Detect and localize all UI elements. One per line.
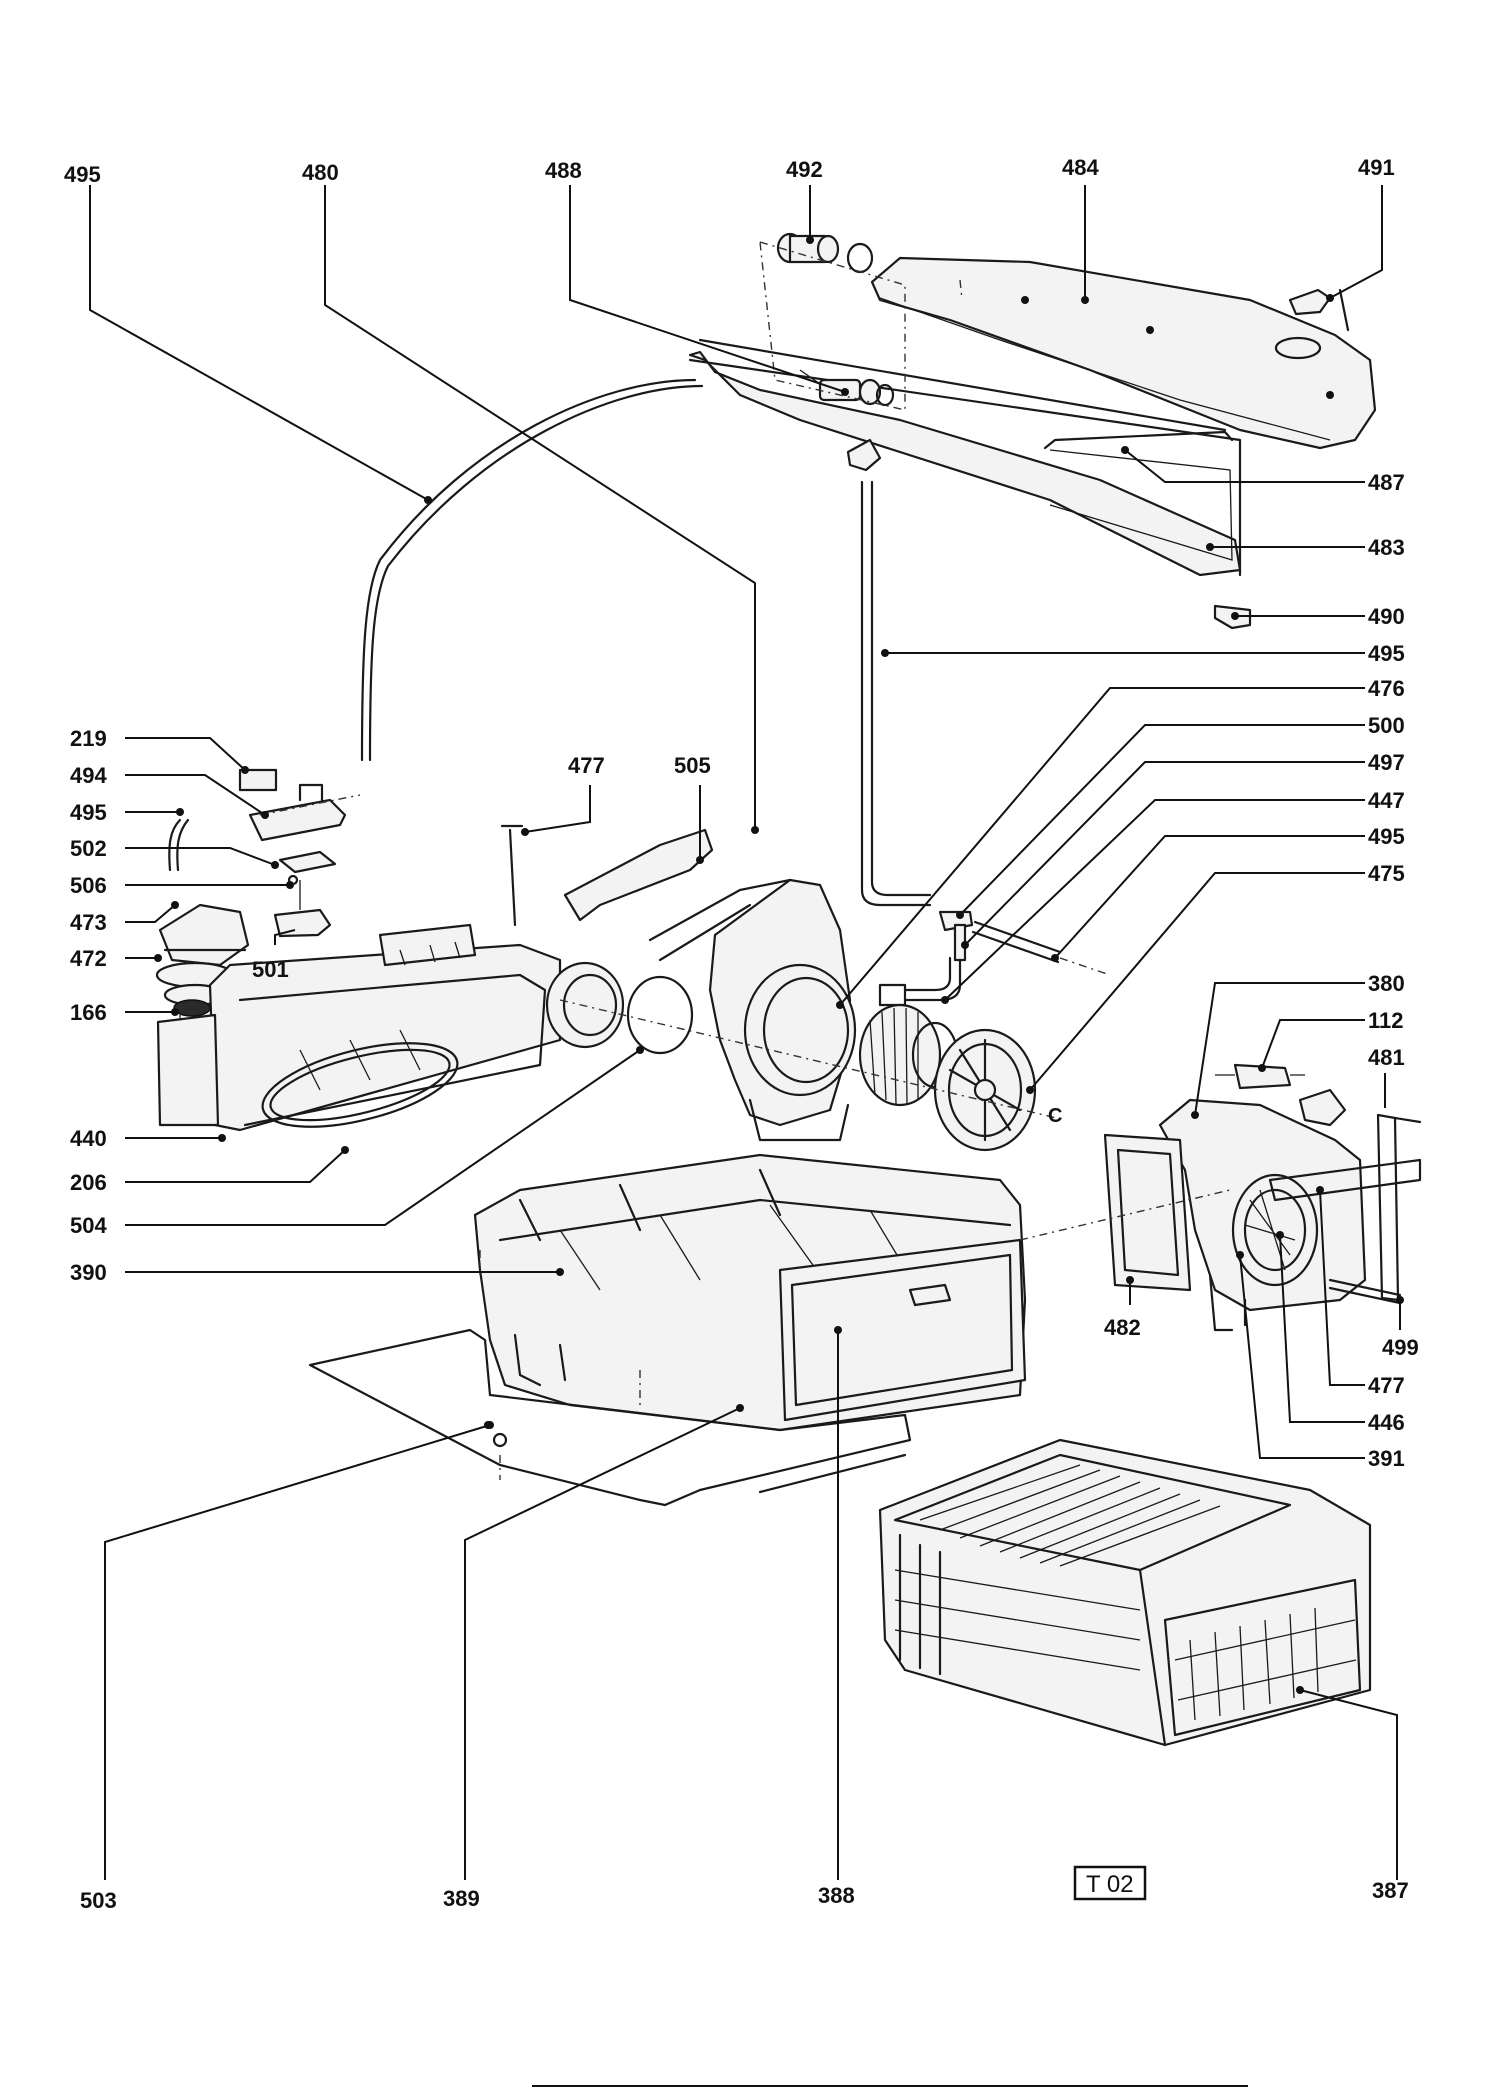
callout-490: 490 (1368, 604, 1405, 629)
callout-505: 505 (674, 753, 711, 778)
callout-491: 491 (1358, 155, 1395, 180)
callout-495-wire: 495 (70, 800, 107, 825)
callout-477-rod: 477 (568, 753, 605, 778)
callout-492: 492 (786, 157, 823, 182)
callout-500: 500 (1368, 713, 1405, 738)
part-504-ring (626, 975, 694, 1055)
part-388-frame (778, 1238, 1027, 1422)
part-482-seal-frame (1103, 1133, 1192, 1292)
rod-and-flap (500, 824, 714, 927)
callout-494: 494 (70, 763, 107, 788)
callout-206: 206 (70, 1170, 107, 1195)
part-387-heat-exchanger (878, 1438, 1372, 1747)
callout-388: 388 (818, 1883, 855, 1908)
callout-504: 504 (70, 1213, 107, 1238)
callout-166: 166 (70, 1000, 107, 1025)
axis-letter: C (1048, 1105, 1062, 1127)
part-494-plate (248, 798, 347, 842)
callout-480: 480 (302, 160, 339, 185)
part-495-cable (360, 378, 697, 762)
part-487-bracket (1043, 430, 1234, 450)
callout-503: 503 (80, 1888, 117, 1913)
part-390-main-housing (473, 1153, 1027, 1432)
drain-valve (846, 438, 882, 472)
callout-391: 391 (1368, 1446, 1405, 1471)
part-499-shaft (1328, 1278, 1402, 1297)
part-166-gear (173, 999, 211, 1017)
part-491-cap (1288, 288, 1332, 316)
callout-497: 497 (1368, 750, 1405, 775)
callout-483: 483 (1368, 535, 1405, 560)
callout-387: 387 (1372, 1878, 1409, 1903)
callout-472: 472 (70, 946, 107, 971)
callout-501: 501 (252, 957, 289, 982)
part-447-pipe (973, 920, 1062, 954)
part-502-gasket (278, 850, 337, 874)
callout-502: 502 (70, 836, 107, 861)
callout-219: 219 (70, 726, 107, 751)
leader-lines (89, 185, 1404, 1880)
callout-112: 112 (1368, 1008, 1404, 1033)
callout-495-pipe: 495 (1368, 641, 1405, 666)
callout-475: 475 (1368, 861, 1405, 886)
callout-476: 476 (1368, 676, 1405, 701)
part-501-block (273, 908, 332, 938)
fan-assembly (559, 999, 1066, 1152)
callout-495-cable: 495 (64, 162, 101, 187)
callout-487: 487 (1368, 470, 1405, 495)
part-112-capacitor (1233, 1063, 1292, 1090)
part-440-duct-housing (156, 923, 694, 1132)
plate-tag-text: T 02 (1086, 1871, 1134, 1898)
callout-447: 447 (1368, 788, 1405, 813)
plate-tag: T 02 (1073, 1865, 1147, 1901)
part-477-arm (1268, 1158, 1422, 1202)
part-495-pipe (860, 480, 932, 907)
part-481-bracket (1376, 1113, 1400, 1302)
callout-481: 481 (1368, 1045, 1405, 1070)
callout-506: 506 (70, 873, 107, 898)
blower-inlet (743, 963, 857, 1097)
part-480-blower-housing (648, 878, 857, 1142)
upper-tank-assembly (688, 232, 1377, 630)
part-473-actuator (158, 903, 250, 967)
right-blower-unit (1019, 1063, 1422, 1332)
callout-482: 482 (1104, 1315, 1141, 1340)
part-500-connector (953, 923, 967, 962)
callout-495-hose: 495 (1368, 824, 1405, 849)
part-505-flap (563, 828, 714, 922)
part-484-tank (870, 256, 1377, 450)
callout-labels: 495 480 488 492 484 491 487 483 490 495 … (64, 155, 1419, 1913)
part-391-housing (1158, 1098, 1367, 1312)
part-219-switch (238, 768, 278, 792)
callout-389: 389 (443, 1886, 480, 1911)
callout-488: 488 (545, 158, 582, 183)
part-206-seal (261, 1042, 459, 1128)
callout-446: 446 (1368, 1410, 1405, 1435)
callout-484: 484 (1062, 155, 1099, 180)
part-488-valve (799, 369, 895, 407)
callout-477-arm: 477 (1368, 1373, 1405, 1398)
part-492-fitting (776, 232, 874, 274)
pipes-and-cables (360, 378, 1111, 1007)
callout-473: 473 (70, 910, 107, 935)
tank-neck (1274, 336, 1322, 360)
part-503-base-plate (308, 1328, 912, 1507)
callout-499: 499 (1382, 1335, 1419, 1360)
part-477-rod (508, 828, 517, 927)
callout-390: 390 (70, 1260, 107, 1285)
duct-outlet (545, 961, 625, 1049)
callout-380: 380 (1368, 971, 1405, 996)
callout-440: 440 (70, 1126, 107, 1151)
